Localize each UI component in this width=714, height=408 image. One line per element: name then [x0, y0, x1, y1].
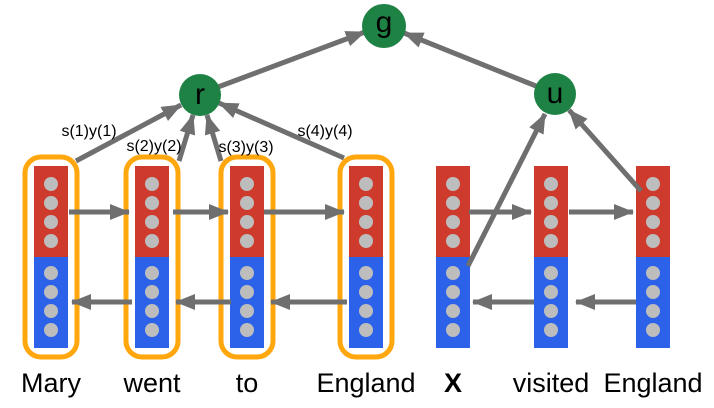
- state-unit-dot: [544, 215, 558, 229]
- state-unit-dot: [240, 323, 254, 337]
- context-highlight-outline: [218, 154, 276, 360]
- token-column-england: England: [316, 154, 416, 398]
- node-r-label: r: [195, 78, 205, 111]
- u-to-g-arrow: [403, 30, 537, 89]
- state-unit-dot: [544, 285, 558, 299]
- token-column-visited: visited: [513, 166, 590, 398]
- state-unit-dot: [44, 323, 58, 337]
- state-unit-dot: [646, 323, 660, 337]
- attention-weight-label: s(2)y(2): [126, 138, 181, 155]
- state-unit-dot: [359, 177, 373, 191]
- token-label: X: [444, 368, 462, 398]
- state-unit-dot: [240, 234, 254, 248]
- attention-weight-label: s(1)y(1): [61, 123, 116, 140]
- state-unit-dot: [145, 234, 159, 248]
- attention-weight-label: s(3)y(3): [218, 139, 273, 156]
- state-unit-dot: [359, 323, 373, 337]
- context-highlight-outline: [337, 154, 395, 360]
- state-unit-dot: [240, 215, 254, 229]
- state-unit-dot: [145, 215, 159, 229]
- token-label: visited: [513, 368, 590, 398]
- state-unit-dot: [145, 177, 159, 191]
- token-column-to: to: [218, 154, 276, 398]
- state-unit-dot: [544, 196, 558, 210]
- node-g-label: g: [376, 6, 393, 39]
- attention-mary-to-r-arrow: [74, 102, 183, 164]
- state-unit-dot: [145, 266, 159, 280]
- state-unit-dot: [359, 285, 373, 299]
- state-unit-dot: [44, 266, 58, 280]
- state-unit-dot: [145, 304, 159, 318]
- token-label: went: [122, 368, 181, 398]
- state-unit-dot: [240, 266, 254, 280]
- attention-weight-label: s(4)y(4): [297, 123, 352, 140]
- state-unit-dot: [240, 196, 254, 210]
- state-unit-dot: [646, 177, 660, 191]
- state-unit-dot: [359, 266, 373, 280]
- england2-state-to-u-arrow: [567, 108, 643, 193]
- state-unit-dot: [446, 304, 460, 318]
- node-r: r: [179, 74, 221, 116]
- state-unit-dot: [646, 304, 660, 318]
- token-label: England: [316, 368, 415, 398]
- state-unit-dot: [446, 285, 460, 299]
- state-unit-dot: [44, 215, 58, 229]
- state-unit-dot: [446, 196, 460, 210]
- state-unit-dot: [544, 323, 558, 337]
- attention-england-to-r-arrow: [217, 100, 346, 161]
- state-unit-dot: [145, 196, 159, 210]
- state-unit-dot: [646, 215, 660, 229]
- state-unit-dot: [145, 285, 159, 299]
- context-highlight-outline: [123, 154, 181, 360]
- state-unit-dot: [646, 234, 660, 248]
- r-to-g-arrow: [217, 29, 366, 90]
- state-unit-dot: [44, 234, 58, 248]
- state-unit-dot: [359, 304, 373, 318]
- state-unit-dot: [145, 323, 159, 337]
- state-unit-dot: [446, 177, 460, 191]
- state-unit-dot: [359, 234, 373, 248]
- state-unit-dot: [446, 323, 460, 337]
- state-unit-dot: [359, 215, 373, 229]
- token-label: to: [236, 368, 259, 398]
- token-label: England: [603, 368, 702, 398]
- token-label: Mary: [21, 368, 81, 398]
- node-u: u: [534, 73, 576, 115]
- state-unit-dot: [646, 266, 660, 280]
- attention-went-to-r-arrow: [176, 114, 196, 162]
- state-unit-dot: [544, 304, 558, 318]
- token-column-x: X: [436, 166, 470, 398]
- node-g: g: [362, 4, 406, 48]
- state-unit-dot: [446, 266, 460, 280]
- x-state-to-u-arrow: [465, 112, 548, 268]
- state-unit-dot: [359, 196, 373, 210]
- state-unit-dot: [544, 177, 558, 191]
- state-unit-dot: [240, 304, 254, 318]
- state-unit-dot: [646, 196, 660, 210]
- attention-to-to-r-arrow: [204, 114, 224, 162]
- token-column-england: England: [603, 166, 703, 398]
- state-unit-dot: [544, 234, 558, 248]
- state-unit-dot: [240, 285, 254, 299]
- state-unit-dot: [44, 304, 58, 318]
- context-highlight-outline: [22, 154, 80, 360]
- state-unit-dot: [44, 196, 58, 210]
- node-g-circle: [362, 4, 406, 48]
- token-column-mary: Mary: [21, 154, 81, 398]
- state-unit-dot: [446, 215, 460, 229]
- state-unit-dot: [240, 177, 254, 191]
- state-unit-dot: [544, 266, 558, 280]
- token-column-went: went: [122, 154, 181, 398]
- state-unit-dot: [44, 285, 58, 299]
- state-unit-dot: [646, 285, 660, 299]
- node-r-circle: [179, 74, 221, 116]
- state-unit-dot: [446, 234, 460, 248]
- node-u-circle: [534, 73, 576, 115]
- state-unit-dot: [44, 177, 58, 191]
- node-u-label: u: [547, 77, 564, 110]
